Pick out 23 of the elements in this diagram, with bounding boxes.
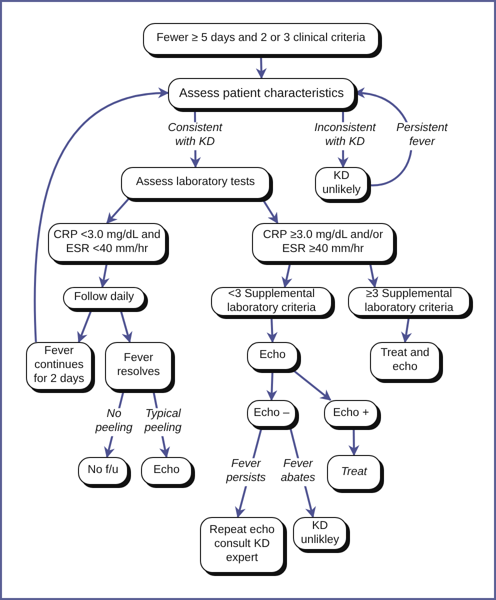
process-box: Treat (327, 455, 381, 490)
process-box: Echo – (247, 400, 296, 427)
arrow (34, 88, 170, 342)
process-box: Echo + (324, 400, 378, 427)
process-box: <3 Supplemental laboratory criteria (211, 287, 332, 316)
process-box: Fewer ≥ 5 days and 2 or 3 clinical criteria (143, 23, 379, 55)
process-box: Treat and echo (370, 342, 440, 380)
process-box: Repeat echo consult KD expert (200, 517, 284, 573)
arrow (292, 369, 332, 401)
process-box: No f/u (78, 457, 128, 485)
process-box: Fever resolves (105, 342, 172, 390)
process-box: KD unlikely (315, 167, 368, 200)
process-box: CRP ≥3.0 mg/dL and/or ESR ≥40 mm/hr (252, 223, 394, 262)
process-box: ≥3 Supplemental laboratory criteria (348, 287, 470, 316)
process-box: Echo (247, 342, 298, 370)
process-box: Follow daily (63, 287, 145, 309)
arrow (106, 198, 130, 224)
process-box: Assess patient characteristics (168, 78, 355, 109)
process-box: CRP <3.0 mg/dL and ESR <40 mm/hr (48, 223, 166, 262)
process-box: Fever continues for 2 days (26, 342, 92, 390)
process-box: Assess laboratory tests (121, 167, 270, 199)
process-box: KD unlikley (293, 517, 347, 550)
process-box: Echo (141, 457, 192, 485)
